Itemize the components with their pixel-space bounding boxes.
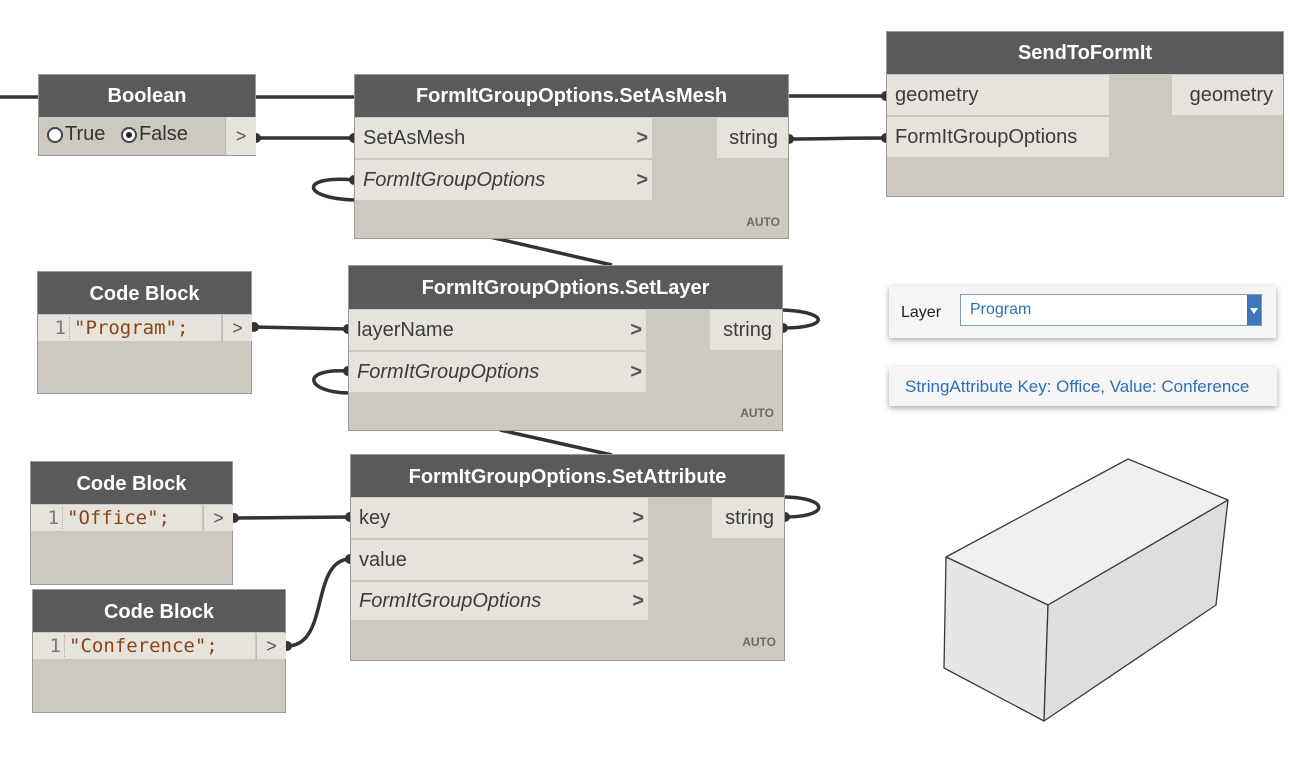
- input-port-layername[interactable]: layerName >: [349, 310, 646, 350]
- boolean-options: True False: [47, 123, 188, 146]
- port-label: geometry: [1189, 83, 1273, 106]
- wire-setlayer-loop-right: [782, 308, 820, 330]
- wire-setlayer-to-setattribute: [499, 428, 613, 457]
- port-label: FormItGroupOptions: [359, 589, 542, 612]
- radio-checked-icon: [120, 126, 137, 143]
- node-title: Boolean: [39, 75, 255, 117]
- output-port-string[interactable]: string: [712, 498, 784, 538]
- port-label: string: [729, 126, 778, 149]
- code-block-office-node[interactable]: Code Block 1 "Office"; >: [30, 461, 233, 585]
- node-title: Code Block: [31, 462, 232, 504]
- output-port-geometry[interactable]: geometry: [1172, 75, 1283, 115]
- radio-false[interactable]: False: [120, 123, 188, 145]
- wire-setlayer-loop-left: [312, 369, 349, 395]
- radio-true-label: True: [65, 123, 106, 145]
- wire-program-to-setlayer: [253, 325, 349, 331]
- code-text[interactable]: "Conference";: [69, 635, 218, 657]
- dropdown-arrow-button[interactable]: [1247, 295, 1261, 325]
- wire-conference-to-setattribute: [286, 557, 351, 648]
- chevron-right-icon: >: [636, 126, 648, 149]
- output-chevron: >: [235, 125, 247, 146]
- code-editor[interactable]: 1 "Program";: [38, 315, 221, 341]
- input-port-formitgroupoptions[interactable]: FormItGroupOptions >: [355, 160, 652, 200]
- wire-setasmesh-to-setlayer: [489, 235, 613, 267]
- code-text[interactable]: "Office";: [67, 507, 170, 529]
- output-port-string[interactable]: string: [717, 118, 788, 158]
- port-label: geometry: [895, 83, 979, 106]
- layer-dropdown-value: Program: [970, 301, 1032, 318]
- box-geometry-preview: [943, 458, 1229, 722]
- port-label: value: [359, 548, 407, 571]
- node-title: SendToFormIt: [887, 32, 1283, 74]
- setlayer-node[interactable]: FormItGroupOptions.SetLayer layerName > …: [348, 265, 783, 431]
- lacing-indicator[interactable]: AUTO: [740, 406, 774, 420]
- layer-selector-panel: Layer Program: [889, 286, 1276, 338]
- port-label: layerName: [357, 318, 454, 341]
- code-block-output-port[interactable]: >: [256, 633, 286, 659]
- input-port-geometry[interactable]: geometry: [887, 75, 1109, 115]
- output-chevron: >: [266, 635, 277, 656]
- code-block-conference-node[interactable]: Code Block 1 "Conference"; >: [32, 589, 286, 713]
- input-port-value[interactable]: value >: [351, 540, 648, 580]
- input-port-formitgroupoptions[interactable]: FormItGroupOptions >: [349, 352, 646, 392]
- sendtoformit-node[interactable]: SendToFormIt geometry FormItGroupOptions…: [886, 31, 1284, 197]
- port-label: string: [725, 506, 774, 529]
- code-block-output-port[interactable]: >: [203, 505, 233, 531]
- attribute-output-panel: StringAttribute Key: Office, Value: Conf…: [889, 367, 1277, 406]
- setattribute-node[interactable]: FormItGroupOptions.SetAttribute key > va…: [350, 454, 785, 661]
- node-title: FormItGroupOptions.SetAttribute: [351, 455, 784, 497]
- line-number: 1: [33, 635, 65, 657]
- box-side-face: [1043, 499, 1229, 722]
- port-label: SetAsMesh: [363, 126, 466, 149]
- node-title: Code Block: [38, 272, 251, 314]
- line-number: 1: [31, 507, 63, 529]
- line-number: 1: [38, 317, 70, 339]
- chevron-right-icon: >: [632, 589, 644, 612]
- input-port-setasmesh[interactable]: SetAsMesh >: [355, 118, 652, 158]
- code-block-program-node[interactable]: Code Block 1 "Program"; >: [37, 271, 252, 394]
- chevron-right-icon: >: [632, 506, 644, 529]
- port-label: key: [359, 506, 391, 529]
- setasmesh-node[interactable]: FormItGroupOptions.SetAsMesh SetAsMesh >…: [354, 74, 789, 239]
- radio-unchecked-icon: [47, 126, 63, 143]
- lacing-indicator[interactable]: AUTO: [746, 215, 780, 229]
- node-title: Code Block: [33, 590, 285, 632]
- attribute-text: StringAttribute Key: Office, Value: Conf…: [905, 377, 1250, 396]
- chevron-right-icon: >: [630, 360, 642, 383]
- code-block-output-port[interactable]: >: [222, 315, 252, 341]
- radio-true[interactable]: True: [47, 123, 111, 145]
- chevron-right-icon: >: [632, 548, 644, 571]
- wire-office-to-setattribute: [233, 515, 351, 520]
- output-chevron: >: [213, 507, 224, 528]
- wire-setattribute-loop-right: [784, 495, 821, 519]
- code-text[interactable]: "Program";: [74, 317, 189, 339]
- output-port-string[interactable]: string: [710, 310, 782, 350]
- port-label: string: [723, 318, 772, 341]
- input-port-formitgroupoptions[interactable]: FormItGroupOptions: [887, 117, 1109, 157]
- port-label: FormItGroupOptions: [357, 360, 540, 383]
- node-title: FormItGroupOptions.SetAsMesh: [355, 75, 788, 117]
- radio-false-label: False: [138, 123, 188, 145]
- boolean-output-port[interactable]: >: [225, 117, 256, 155]
- lacing-indicator[interactable]: AUTO: [742, 635, 776, 649]
- boolean-node[interactable]: Boolean True False >: [38, 74, 256, 156]
- port-label: FormItGroupOptions: [895, 125, 1078, 148]
- wire-setasmesh-to-sendtoformit: [788, 136, 887, 141]
- code-editor[interactable]: 1 "Office";: [31, 505, 202, 531]
- input-port-key[interactable]: key >: [351, 498, 648, 538]
- port-label: FormItGroupOptions: [363, 168, 546, 191]
- output-chevron: >: [232, 317, 243, 338]
- chevron-right-icon: >: [630, 318, 642, 341]
- chevron-down-icon: [1250, 308, 1258, 314]
- input-port-formitgroupoptions[interactable]: FormItGroupOptions >: [351, 582, 648, 620]
- layer-label: Layer: [901, 304, 942, 321]
- chevron-right-icon: >: [636, 168, 648, 191]
- code-editor[interactable]: 1 "Conference";: [33, 633, 255, 659]
- layer-dropdown[interactable]: Program: [960, 294, 1262, 326]
- node-title: FormItGroupOptions.SetLayer: [349, 266, 782, 309]
- wire-setasmesh-loop: [311, 177, 355, 202]
